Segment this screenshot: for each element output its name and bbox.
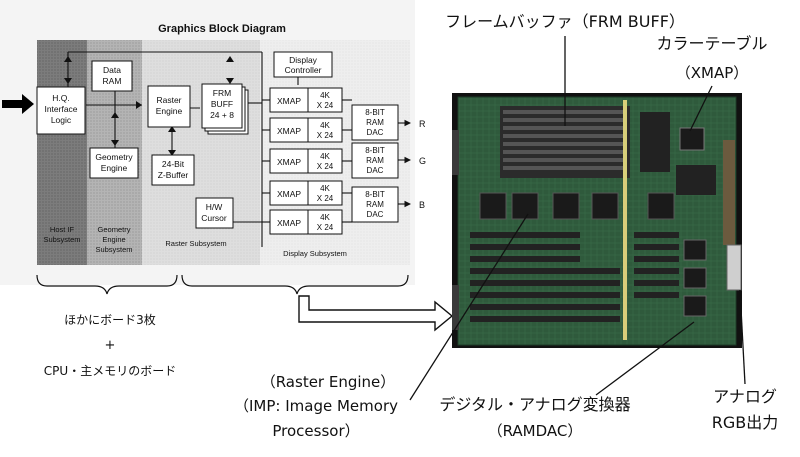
svg-text:Logic: Logic <box>51 115 72 125</box>
svg-text:Controller: Controller <box>285 65 322 75</box>
display-subsystem-label: Display Subsystem <box>283 249 347 258</box>
svg-text:X 24: X 24 <box>317 162 334 171</box>
svg-text:Engine: Engine <box>102 235 125 244</box>
svg-text:BUFF: BUFF <box>211 99 233 109</box>
svg-text:8-BIT: 8-BIT <box>365 190 385 199</box>
leader-analog <box>739 289 746 385</box>
svg-text:RAM: RAM <box>366 156 384 165</box>
svg-text:4K: 4K <box>320 121 330 130</box>
note-cpu-boards: CPU・主メモリのボード <box>44 364 176 378</box>
svg-text:4K: 4K <box>320 213 330 222</box>
svg-text:Interface: Interface <box>44 104 77 114</box>
xmap-label: XMAP <box>277 96 301 106</box>
xmap-chip <box>679 127 705 151</box>
svg-text:RAM: RAM <box>366 118 384 127</box>
svg-text:Z-Buffer: Z-Buffer <box>158 170 189 180</box>
xmap-row-2: XMAP 4K X 24 <box>269 117 343 143</box>
leader-raster <box>409 213 529 401</box>
svg-text:8-BIT: 8-BIT <box>365 108 385 117</box>
raster-region <box>142 40 260 265</box>
svg-text:4K: 4K <box>320 184 330 193</box>
svg-text:DAC: DAC <box>367 210 384 219</box>
ramdac-b: 8-BIT RAM DAC <box>351 186 399 223</box>
leader-xmap <box>689 85 713 132</box>
frm-buff-block: FRM BUFF 24 + 8 <box>201 83 249 135</box>
input-arrow-icon <box>2 94 34 114</box>
hw-cursor-block: H/W Cursor <box>195 197 234 229</box>
raster-engine-block: Raster Engine <box>147 85 191 128</box>
geometry-engine-block: Geometry Engine <box>89 147 139 179</box>
label-frame-buffer: フレームバッファ（FRM BUFF） <box>445 12 685 31</box>
svg-text:X 24: X 24 <box>317 223 334 232</box>
svg-text:RAM: RAM <box>366 200 384 209</box>
note-other-boards: ほかにボード3枚 <box>64 312 156 327</box>
svg-text:X 24: X 24 <box>317 101 334 110</box>
host-if-label-2: Subsystem <box>43 235 80 244</box>
circuit-board-photo <box>452 93 742 348</box>
svg-text:DAC: DAC <box>367 166 384 175</box>
svg-text:Display: Display <box>289 55 318 65</box>
svg-text:Geometry: Geometry <box>95 152 133 162</box>
xmap-row-1: XMAP 4K X 24 <box>269 87 343 113</box>
xmap-label: XMAP <box>277 189 301 199</box>
svg-text:FRM: FRM <box>213 88 231 98</box>
zbuffer-block: 24-Bit Z-Buffer <box>151 154 195 186</box>
host-if-label: Host IF <box>50 225 75 234</box>
svg-text:Engine: Engine <box>156 106 183 116</box>
xmap-row-5: XMAP 4K X 24 <box>269 209 343 235</box>
hq-interface-block: H.Q. Interface Logic <box>36 86 86 135</box>
label-raster-engine: （Raster Engine） <box>261 373 396 391</box>
svg-text:8-BIT: 8-BIT <box>365 146 385 155</box>
pointer-arrow-icon <box>298 295 454 332</box>
output-b: B <box>419 200 425 210</box>
group-braces <box>36 274 409 295</box>
label-ramdac: （RAMDAC） <box>488 422 583 440</box>
svg-text:24-Bit: 24-Bit <box>162 159 185 169</box>
leader-ramdac <box>595 321 695 396</box>
label-color-table: カラーテーブル <box>656 34 767 53</box>
diagram-title: Graphics Block Diagram <box>158 23 286 35</box>
host-if-region <box>37 40 87 265</box>
svg-text:H/W: H/W <box>206 202 223 212</box>
label-processor: Processor） <box>272 422 359 440</box>
label-xmap: （XMAP） <box>676 64 749 82</box>
ramdac-chips <box>683 239 707 317</box>
svg-text:Engine: Engine <box>101 163 128 173</box>
ramdac-g: 8-BIT RAM DAC <box>351 142 399 179</box>
svg-text:X 24: X 24 <box>317 194 334 203</box>
label-dac: デジタル・アナログ変換器 <box>439 395 630 414</box>
block-diagram: Graphics Block Diagram <box>0 0 426 285</box>
label-imp: （IMP: Image Memory <box>234 397 398 415</box>
output-g: G <box>419 156 426 166</box>
xmap-label: XMAP <box>277 126 301 136</box>
xmap-row-4: XMAP 4K X 24 <box>269 180 343 206</box>
xmap-row-3: XMAP 4K X 24 <box>269 148 343 174</box>
svg-text:Data: Data <box>103 65 121 75</box>
label-rgb-output: RGB出力 <box>712 413 779 432</box>
svg-text:RAM: RAM <box>103 76 122 86</box>
xmap-label: XMAP <box>277 218 301 228</box>
svg-text:Cursor: Cursor <box>201 213 227 223</box>
xmap-label: XMAP <box>277 157 301 167</box>
svg-text:Subsystem: Subsystem <box>95 245 132 254</box>
svg-text:H.Q.: H.Q. <box>52 93 69 103</box>
svg-text:4K: 4K <box>320 91 330 100</box>
label-analog: アナログ <box>713 387 777 406</box>
data-ram-block: Data RAM <box>91 60 133 92</box>
raster-subsystem-label: Raster Subsystem <box>165 239 226 248</box>
svg-text:Raster: Raster <box>156 95 181 105</box>
output-r: R <box>419 119 426 129</box>
svg-text:X 24: X 24 <box>317 131 334 140</box>
note-plus: + <box>105 338 116 353</box>
svg-text:24 + 8: 24 + 8 <box>210 110 234 120</box>
svg-text:DAC: DAC <box>367 128 384 137</box>
ramdac-r: 8-BIT RAM DAC <box>351 104 399 141</box>
display-controller-block: Display Controller <box>273 51 333 78</box>
geometry-subsystem-label: Geometry <box>98 225 131 234</box>
svg-text:4K: 4K <box>320 152 330 161</box>
